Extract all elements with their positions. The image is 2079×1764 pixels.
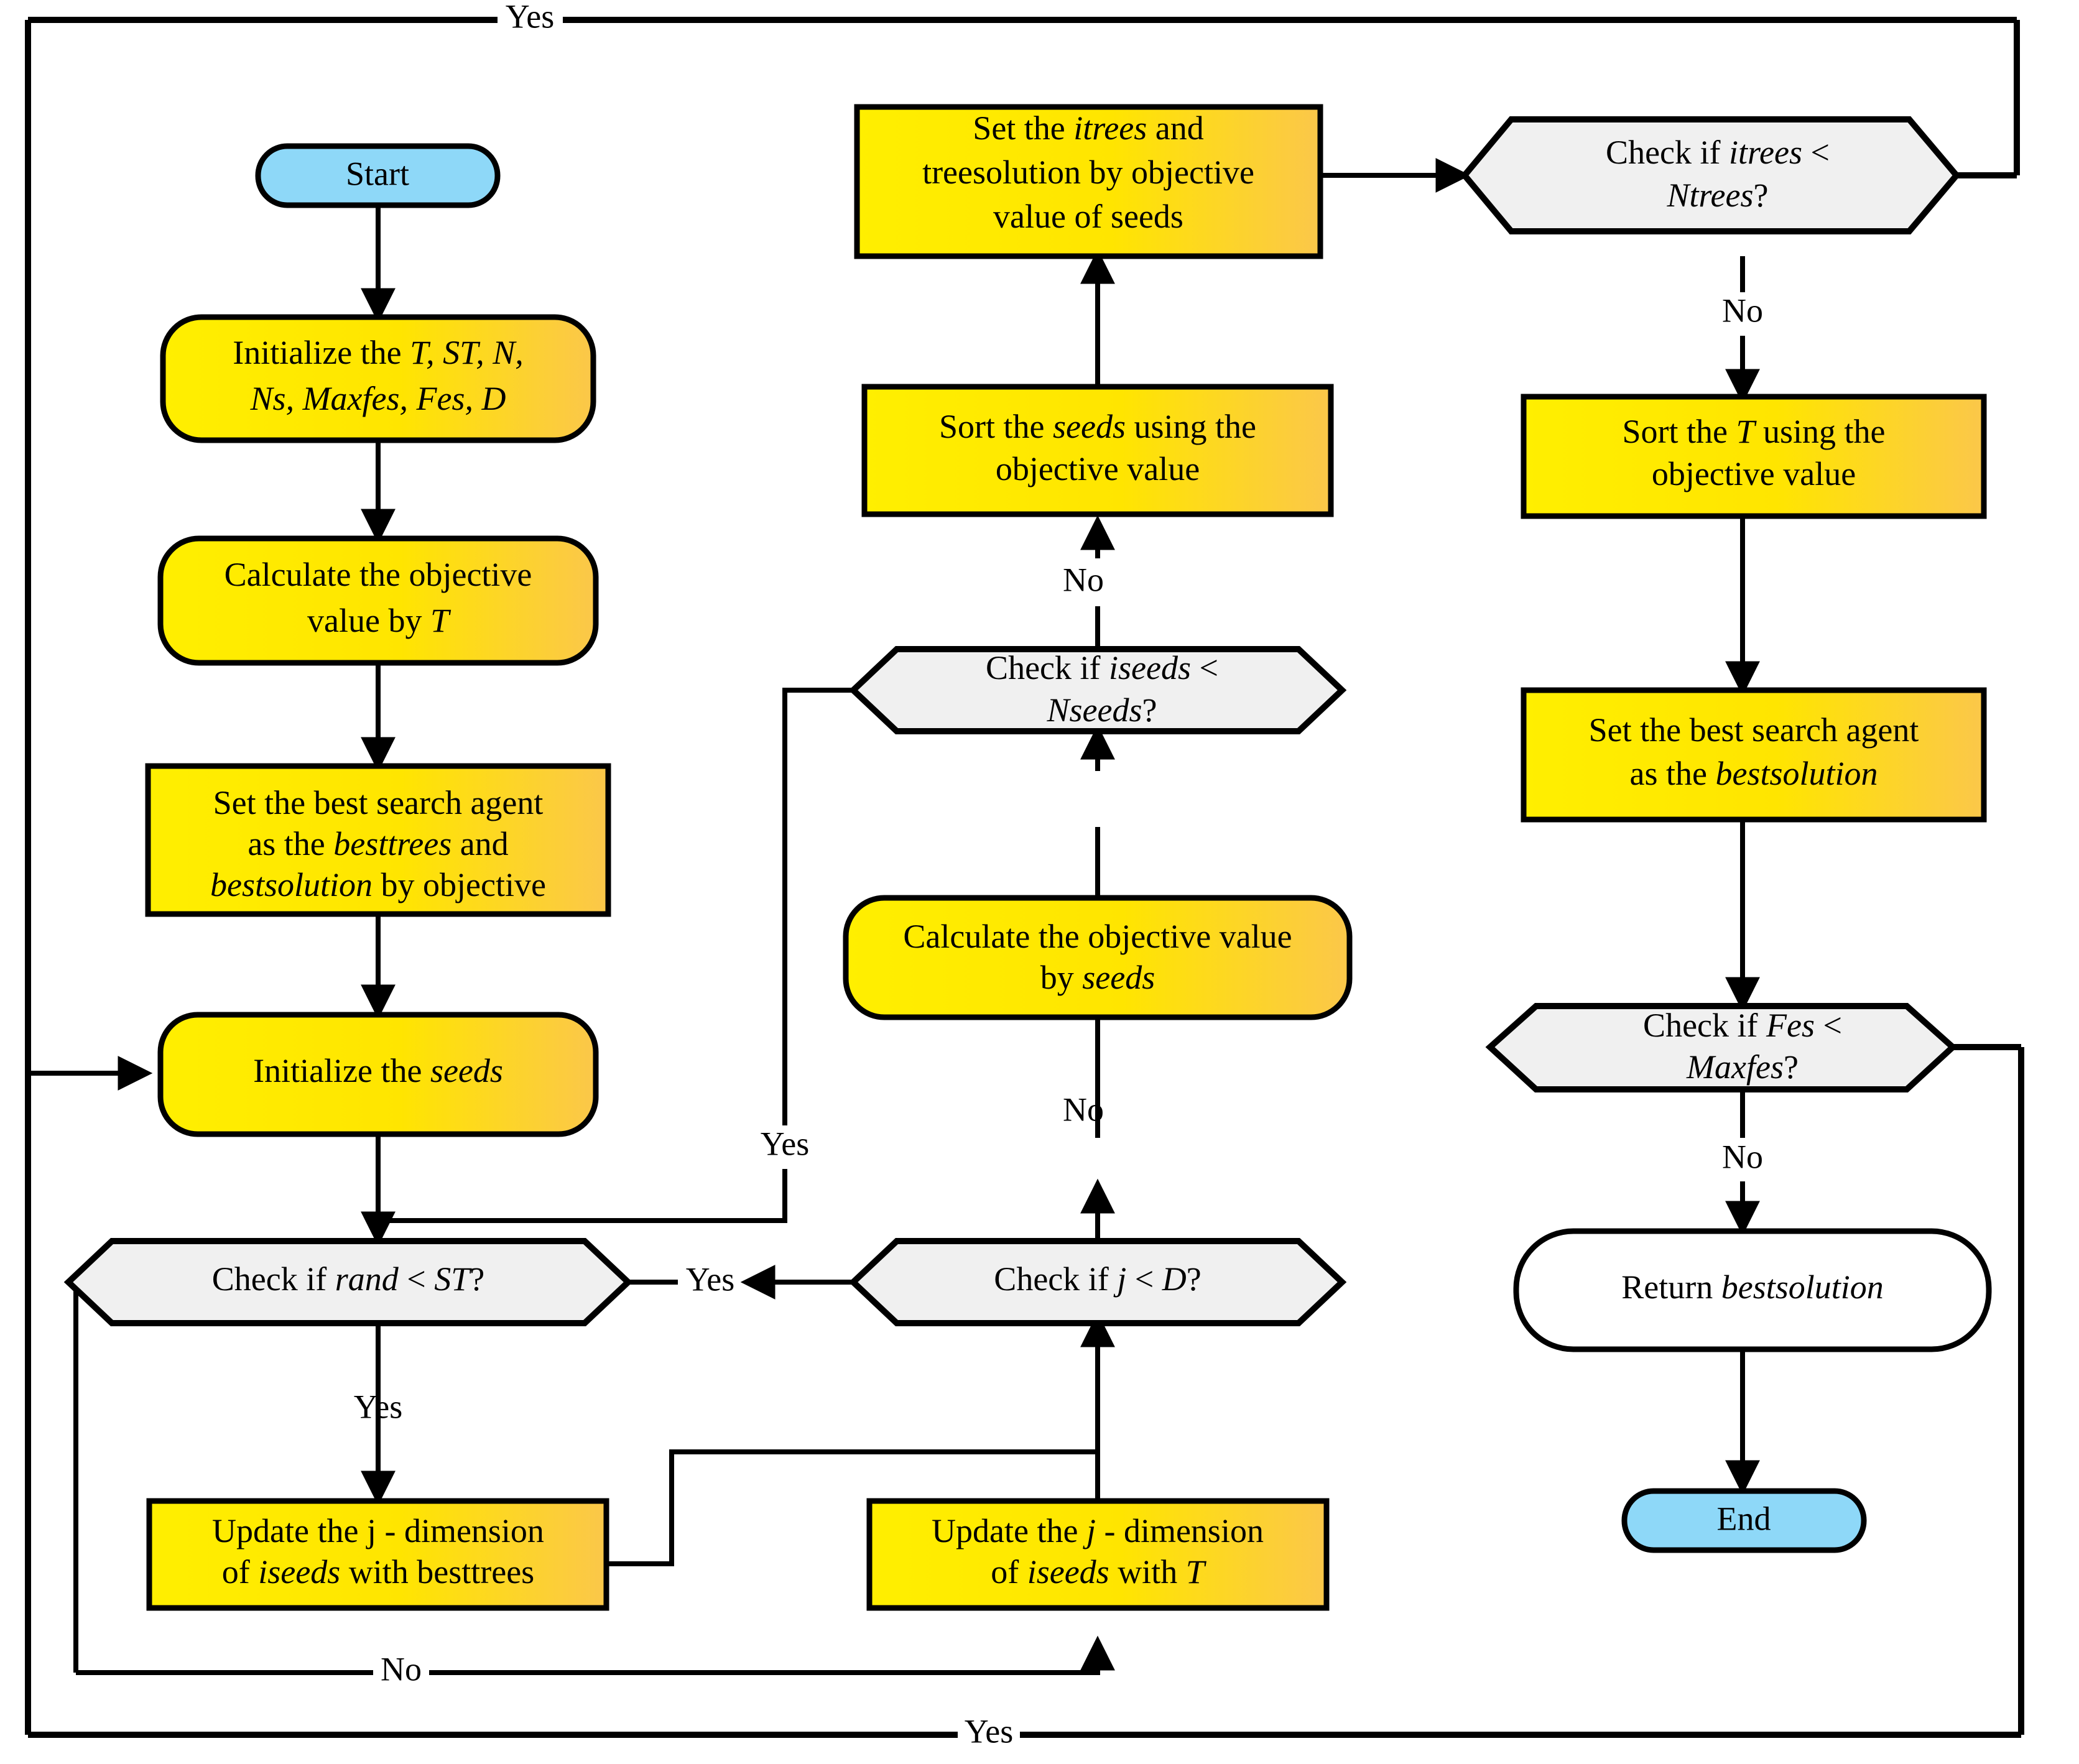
svg-text:Sort the seeds using the: Sort the seeds using the bbox=[939, 408, 1256, 445]
svg-text:Update the j - dimension: Update the j - dimension bbox=[212, 1512, 544, 1549]
node-set-best-search-agent-besttrees[interactable]: Set the best search agent as the besttre… bbox=[145, 763, 611, 917]
svg-text:Maxfes?: Maxfes? bbox=[1686, 1048, 1799, 1086]
node-sort-T[interactable]: Sort the T using the objective value bbox=[1521, 394, 1987, 519]
edge-label-no-fes: No bbox=[1722, 1138, 1763, 1175]
edge-label-no-rand-bottom: No bbox=[381, 1650, 422, 1688]
edge-label-yes-top: Yes bbox=[506, 0, 555, 35]
node-calculate-objective-by-seeds[interactable]: Calculate the objective value by seeds bbox=[843, 895, 1353, 1020]
connectors bbox=[25, 17, 2024, 1738]
node-start[interactable]: Start bbox=[255, 143, 501, 208]
edge-label-no-itrees: No bbox=[1722, 292, 1763, 329]
node-set-best-search-agent-bestsolution[interactable]: Set the best search agent as the bestsol… bbox=[1521, 687, 1987, 823]
svg-text:Check if iseeds <: Check if iseeds < bbox=[986, 649, 1218, 686]
svg-text:Check if j < D?: Check if j < D? bbox=[994, 1260, 1201, 1298]
node-check-Fes-lt-Maxfes[interactable]: Check if Fes < Maxfes? bbox=[1485, 1003, 1958, 1092]
svg-text:Ntrees?: Ntrees? bbox=[1667, 177, 1769, 214]
svg-text:Initialize the seeds: Initialize the seeds bbox=[253, 1052, 503, 1089]
svg-text:Set the itrees and: Set the itrees and bbox=[973, 109, 1203, 147]
node-return-bestsolution[interactable]: Return bestsolution bbox=[1513, 1228, 1992, 1352]
edge-label-no-jd: No bbox=[1063, 1091, 1104, 1128]
svg-text:Calculate the objective value: Calculate the objective value bbox=[903, 918, 1292, 955]
svg-text:value of seeds: value of seeds bbox=[993, 198, 1183, 235]
edge-label-yes-jd-to-rand: Yes bbox=[686, 1260, 735, 1298]
svg-text:objective value: objective value bbox=[1652, 455, 1856, 492]
edge-label-no-iseeds: No bbox=[1063, 561, 1104, 598]
node-start-label: Start bbox=[346, 155, 409, 192]
node-check-itrees-lt-Ntrees[interactable]: Check if itrees < Ntrees? bbox=[1460, 116, 1961, 234]
svg-text:Check if Fes <: Check if Fes < bbox=[1643, 1007, 1842, 1044]
node-update-dimension-besttrees[interactable]: Update the j - dimension of iseeds with … bbox=[146, 1498, 609, 1611]
svg-text:Check if itrees <: Check if itrees < bbox=[1606, 134, 1830, 171]
svg-text:Return bestsolution: Return bestsolution bbox=[1621, 1268, 1884, 1306]
svg-text:Sort the T using the: Sort the T using the bbox=[1622, 413, 1885, 450]
node-set-itrees-treesolution[interactable]: Set the itrees and treesolution by objec… bbox=[854, 104, 1323, 259]
svg-text:as the besttrees and: as the besttrees and bbox=[248, 825, 508, 862]
node-sort-seeds[interactable]: Sort the seeds using the objective value bbox=[861, 384, 1334, 517]
edge-rand-no-bottom-b bbox=[429, 1635, 1115, 1675]
svg-text:Nseeds?: Nseeds? bbox=[1047, 691, 1157, 729]
edge-label-yes-iseeds: Yes bbox=[761, 1125, 810, 1162]
svg-text:Set the best search agent: Set the best search agent bbox=[1589, 711, 1919, 749]
node-initialize-seeds[interactable]: Initialize the seeds bbox=[157, 1012, 599, 1137]
node-end-label: End bbox=[1717, 1500, 1771, 1537]
node-calculate-objective-by-T[interactable]: Calculate the objective value by T bbox=[157, 535, 599, 666]
svg-text:Set the best search agent: Set the best search agent bbox=[213, 784, 544, 821]
svg-text:by seeds: by seeds bbox=[1040, 959, 1155, 996]
svg-text:Update the j - dimension: Update the j - dimension bbox=[932, 1512, 1264, 1549]
edge-labels: Yes No No No Yes Yes Yes No No Yes bbox=[354, 0, 1763, 1750]
node-update-dimension-with-T[interactable]: Update the j - dimension of iseeds with … bbox=[866, 1498, 1330, 1611]
svg-text:Ns, Maxfes, Fes, D: Ns, Maxfes, Fes, D bbox=[250, 380, 506, 417]
svg-text:of iseeds with T: of iseeds with T bbox=[991, 1553, 1206, 1591]
node-check-iseeds-lt-Nseeds[interactable]: Check if iseeds < Nseeds? bbox=[848, 646, 1347, 734]
svg-text:of iseeds with besttrees: of iseeds with besttrees bbox=[222, 1553, 534, 1591]
edge-label-yes-rand: Yes bbox=[354, 1388, 403, 1425]
svg-text:Calculate the objective: Calculate the objective bbox=[225, 556, 532, 593]
node-end[interactable]: End bbox=[1621, 1488, 1867, 1553]
svg-text:Check if rand < ST?: Check if rand < ST? bbox=[212, 1260, 484, 1298]
node-initialize-params[interactable]: Initialize the T, ST, N, Ns, Maxfes, Fes… bbox=[160, 314, 596, 443]
node-check-rand-lt-ST[interactable]: Check if rand < ST? bbox=[63, 1238, 633, 1326]
svg-text:value by T: value by T bbox=[307, 602, 451, 639]
svg-text:bestsolution by objective: bestsolution by objective bbox=[210, 866, 546, 903]
node-check-j-lt-D[interactable]: Check if j < D? bbox=[848, 1238, 1347, 1326]
svg-text:Initialize the T, ST, N,: Initialize the T, ST, N, bbox=[233, 334, 523, 371]
edge-updbesttrees-to-jd bbox=[606, 1449, 1098, 1566]
edge-label-yes-bottom: Yes bbox=[965, 1712, 1014, 1750]
edge-iseeds-yes-left bbox=[782, 688, 853, 1125]
svg-text:treesolution by objective: treesolution by objective bbox=[922, 154, 1254, 191]
svg-text:objective value: objective value bbox=[996, 450, 1200, 487]
edge-iseeds-yes-down bbox=[378, 1169, 787, 1223]
svg-text:as the bestsolution: as the bestsolution bbox=[1630, 755, 1878, 792]
